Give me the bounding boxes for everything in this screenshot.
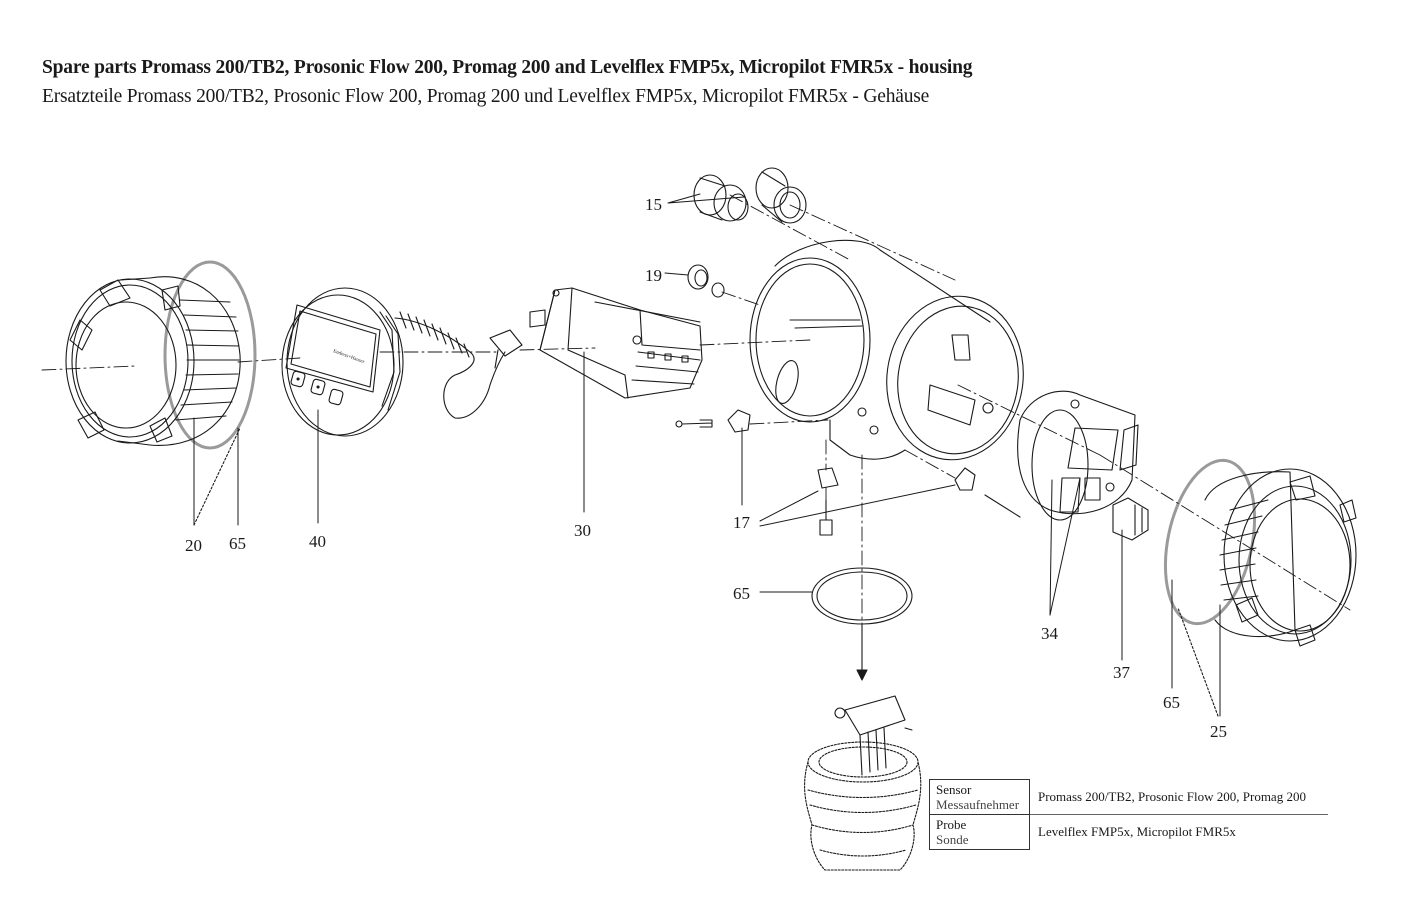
sensor-probe-legend: Sensor Messaufnehmer Promass 200/TB2, Pr… <box>929 779 1328 850</box>
securing-clamps-17 <box>675 409 1021 536</box>
callout-19: 19 <box>645 266 662 285</box>
callout-65-left: 65 <box>229 534 246 553</box>
rear-cover-25 <box>1163 458 1357 647</box>
gasket-leader-dotted-left <box>193 427 241 526</box>
legend-value-probe: Levelflex FMP5x, Micropilot FMR5x <box>1038 824 1236 840</box>
callout-65-middle: 65 <box>733 584 750 603</box>
transmitter-housing <box>749 239 1024 461</box>
assembly-arrowhead <box>856 669 868 681</box>
callout-34: 34 <box>1041 624 1059 643</box>
leader-lines <box>193 193 1221 717</box>
callout-30: 30 <box>574 521 591 540</box>
callout-37: 37 <box>1113 663 1131 682</box>
housing-gasket-65-inner <box>816 571 908 621</box>
terminal-module-34 <box>1017 390 1139 521</box>
callout-20: 20 <box>185 536 202 555</box>
sensor-connector-board <box>834 695 913 776</box>
gasket-leader-dotted-right <box>1177 607 1219 717</box>
callout-25: 25 <box>1210 722 1227 741</box>
callout-40: 40 <box>309 532 326 551</box>
title-german: Ersatzteile Promass 200/TB2, Prosonic Fl… <box>42 86 930 107</box>
coiled-cable <box>394 311 523 419</box>
title-english: Spare parts Promass 200/TB2, Prosonic Fl… <box>42 57 973 78</box>
cable-glands-15 <box>693 167 807 224</box>
display-brand-logo-text: Endress+Hauser <box>332 349 365 365</box>
legend-key-en: Sensor <box>936 782 972 797</box>
front-cover-20 <box>65 260 257 450</box>
callout-17: 17 <box>733 513 751 532</box>
legend-key-de: Messaufnehmer <box>936 797 1020 812</box>
sensor-connection-neck <box>804 741 922 871</box>
legend-row-sensor: Sensor Messaufnehmer Promass 200/TB2, Pr… <box>929 779 1328 815</box>
main-electronics-module-30 <box>529 287 703 399</box>
terminal-plug-37 <box>1112 497 1149 541</box>
legend-key-de: Sonde <box>936 832 969 847</box>
blind-plug-19 <box>687 264 725 298</box>
assembly-axis-lines <box>41 194 1351 641</box>
legend-row-probe: Probe Sonde Levelflex FMP5x, Micropilot … <box>929 814 1329 850</box>
callout-15: 15 <box>645 195 662 214</box>
callout-65-right: 65 <box>1163 693 1180 712</box>
legend-key-sensor: Sensor Messaufnehmer <box>929 779 1030 815</box>
display-module-40: Endress+Hauser <box>281 287 404 437</box>
legend-key-probe: Probe Sonde <box>929 814 1030 850</box>
legend-value-sensor: Promass 200/TB2, Prosonic Flow 200, Prom… <box>1029 779 1328 815</box>
legend-key-en: Probe <box>936 817 967 832</box>
